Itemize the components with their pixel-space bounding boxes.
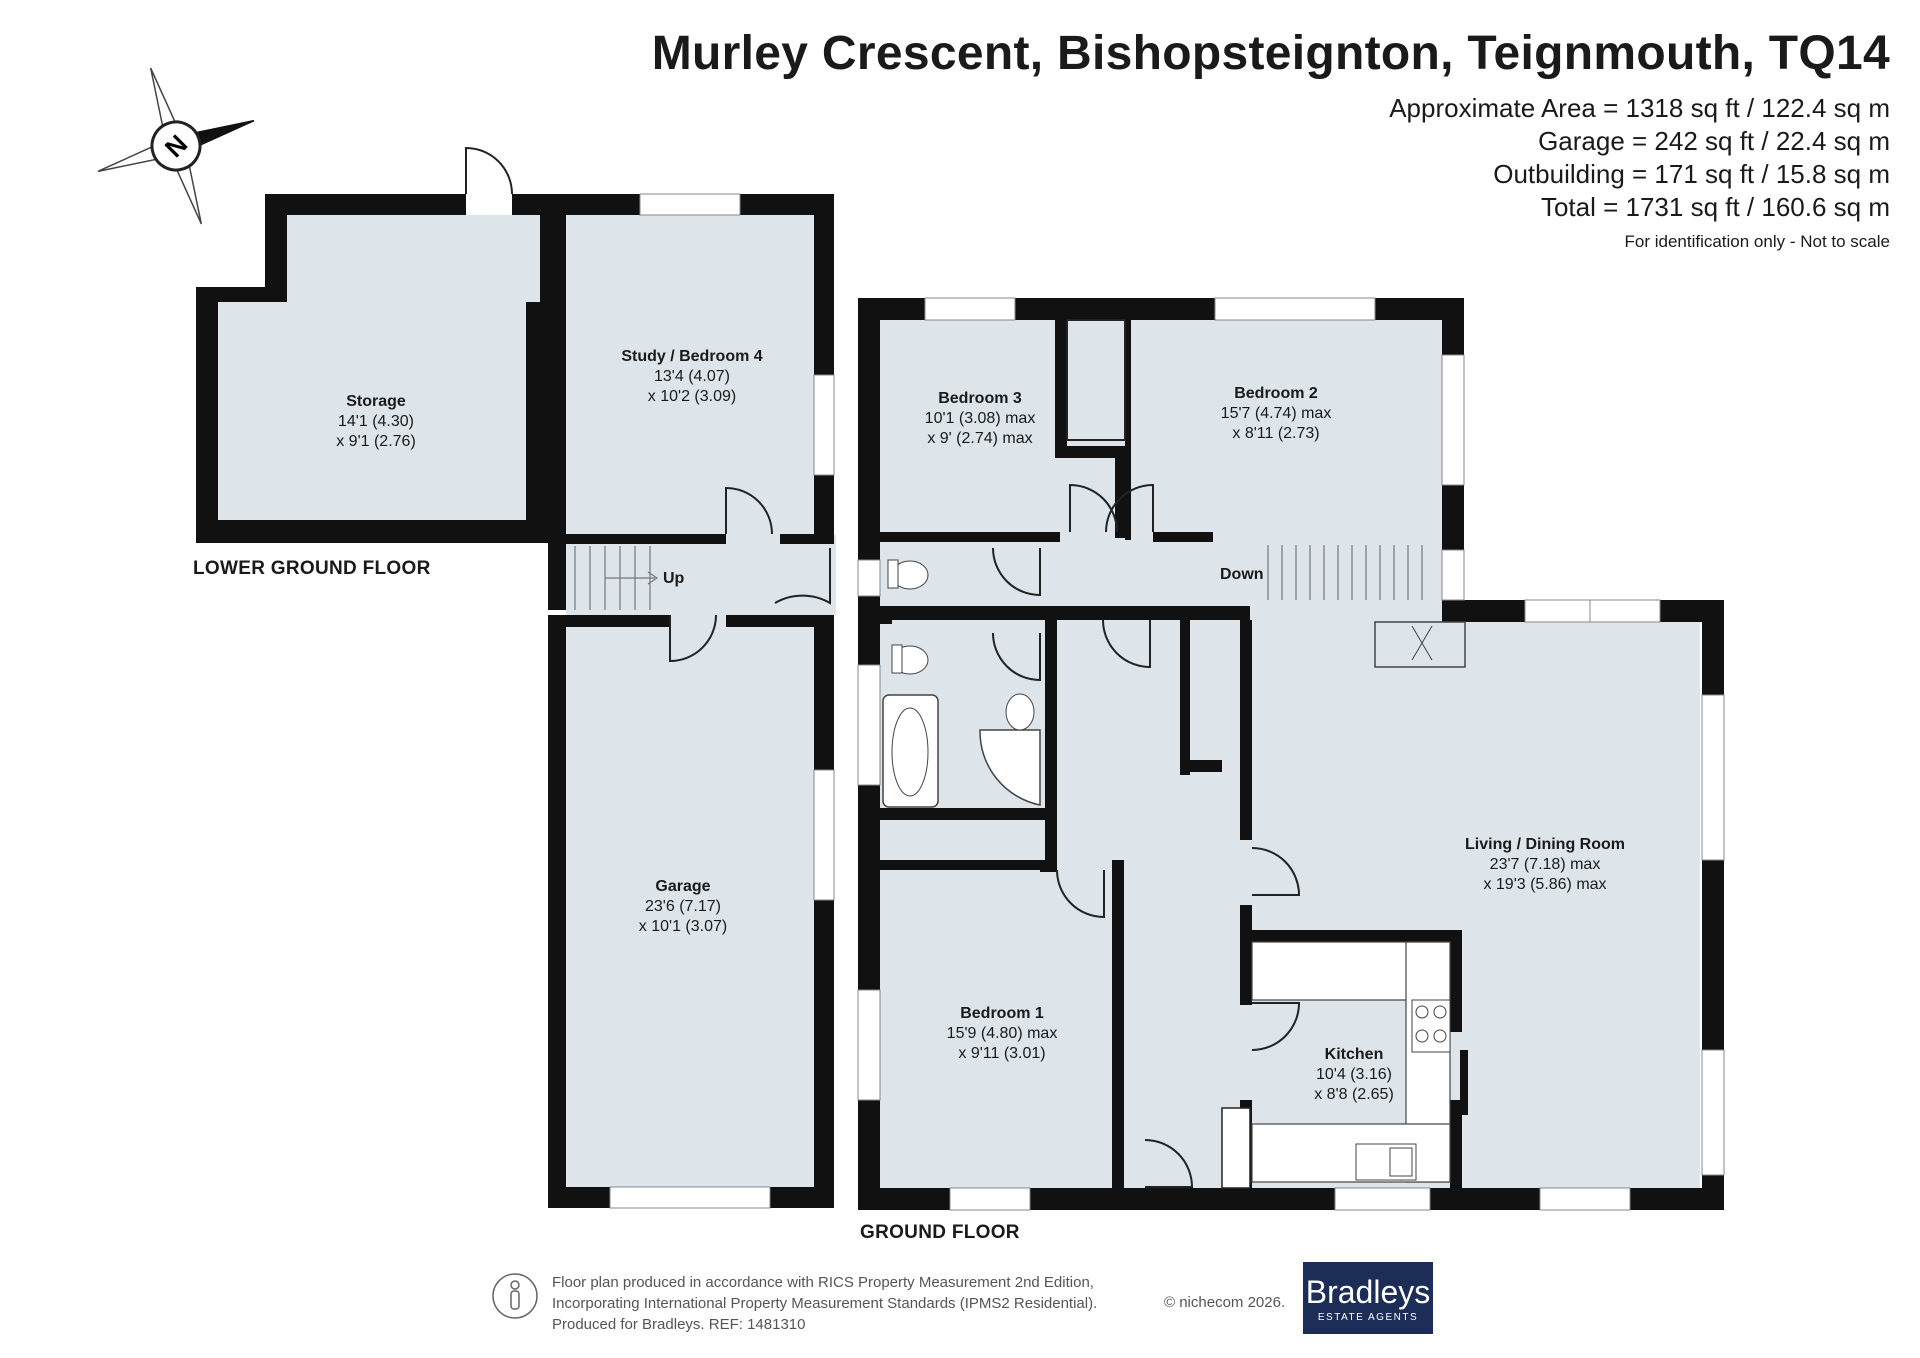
produced-for-line: Produced for Bradleys. REF: 1481310 bbox=[552, 1316, 806, 1333]
bradleys-logo: Bradleys ESTATE AGENTS bbox=[1303, 1262, 1433, 1334]
room-dim: 14'1 (4.30) bbox=[337, 413, 414, 430]
room-dim: x 9' (2.74) max bbox=[927, 430, 1033, 447]
brand-name: Bradleys bbox=[1305, 1274, 1431, 1310]
copyright-text: © nichecom 2026. bbox=[1164, 1294, 1286, 1311]
room-kitchen: Kitchen 10'4 (3.16) x 8'8 (2.65) bbox=[1314, 1045, 1394, 1105]
compass-icon: N bbox=[97, 67, 255, 225]
lower-ground-floor bbox=[196, 146, 836, 1209]
identification-note: For identification only - Not to scale bbox=[1624, 232, 1890, 251]
room-dim: 15'7 (4.74) max bbox=[1220, 405, 1332, 422]
ground-floor bbox=[857, 297, 1725, 1211]
room-dim: x 8'8 (2.65) bbox=[1314, 1086, 1394, 1103]
garage-area: Garage = 242 sq ft / 22.4 sq m bbox=[1538, 126, 1890, 156]
room-dim: 23'7 (7.18) max bbox=[1489, 856, 1601, 873]
room-storage: Storage 14'1 (4.30) x 9'1 (2.76) bbox=[336, 392, 416, 452]
room-bedroom-1: Bedroom 1 15'9 (4.80) max x 9'11 (3.01) bbox=[947, 1004, 1058, 1064]
room-dim: x 19'3 (5.86) max bbox=[1483, 876, 1607, 893]
outbuilding-area: Outbuilding = 171 sq ft / 15.8 sq m bbox=[1493, 159, 1890, 189]
total-area: Total = 1731 sq ft / 160.6 sq m bbox=[1540, 192, 1890, 222]
room-dim: 13'4 (4.07) bbox=[653, 368, 730, 385]
room-dim: 15'9 (4.80) max bbox=[946, 1025, 1058, 1042]
room-dim: x 10'2 (3.09) bbox=[647, 388, 737, 405]
rics-person-icon bbox=[492, 1273, 538, 1319]
room-dim: 23'6 (7.17) bbox=[645, 898, 721, 915]
property-title: Murley Crescent, Bishopsteignton, Teignm… bbox=[651, 27, 1890, 80]
lower-ground-floor-label: LOWER GROUND FLOOR bbox=[193, 558, 431, 579]
room-name: Study / Bedroom 4 bbox=[621, 348, 763, 365]
room-name: Bedroom 3 bbox=[938, 390, 1022, 407]
room-dim: x 9'11 (3.01) bbox=[958, 1045, 1046, 1062]
rics-statement: Floor plan produced in accordance with R… bbox=[552, 1272, 1097, 1335]
room-dim: x 8'11 (2.73) bbox=[1232, 425, 1320, 442]
room-study: Study / Bedroom 4 13'4 (4.07) x 10'2 (3.… bbox=[621, 347, 762, 407]
room-name: Bedroom 1 bbox=[960, 1005, 1044, 1022]
approximate-area: Approximate Area = 1318 sq ft / 122.4 sq… bbox=[1389, 93, 1890, 123]
room-dim: 10'1 (3.08) max bbox=[924, 410, 1036, 427]
stairs-down-label: Down bbox=[1220, 566, 1264, 583]
room-name: Garage bbox=[655, 878, 711, 895]
brand-subtitle: ESTATE AGENTS bbox=[1317, 1312, 1419, 1323]
rics-line: Incorporating International Property Mea… bbox=[552, 1295, 1098, 1312]
rics-line: Floor plan produced in accordance with R… bbox=[552, 1274, 1094, 1291]
room-living-dining: Living / Dining Room 23'7 (7.18) max x 1… bbox=[1465, 835, 1625, 895]
ground-floor-label: GROUND FLOOR bbox=[860, 1222, 1020, 1243]
room-bedroom-2: Bedroom 2 15'7 (4.74) max x 8'11 (2.73) bbox=[1221, 384, 1332, 444]
room-name: Storage bbox=[346, 393, 406, 410]
room-name: Kitchen bbox=[1324, 1046, 1384, 1063]
stairs-up-label: Up bbox=[663, 570, 685, 587]
room-name: Living / Dining Room bbox=[1465, 836, 1625, 853]
room-dim: x 9'1 (2.76) bbox=[336, 433, 416, 450]
room-bedroom-3: Bedroom 3 10'1 (3.08) max x 9' (2.74) ma… bbox=[925, 389, 1036, 449]
room-dim: 10'4 (3.16) bbox=[1315, 1066, 1392, 1083]
room-garage: Garage 23'6 (7.17) x 10'1 (3.07) bbox=[639, 877, 727, 937]
area-summary: Approximate Area = 1318 sq ft / 122.4 sq… bbox=[1389, 92, 1890, 224]
room-name: Bedroom 2 bbox=[1234, 385, 1318, 402]
room-dim: x 10'1 (3.07) bbox=[638, 918, 728, 935]
